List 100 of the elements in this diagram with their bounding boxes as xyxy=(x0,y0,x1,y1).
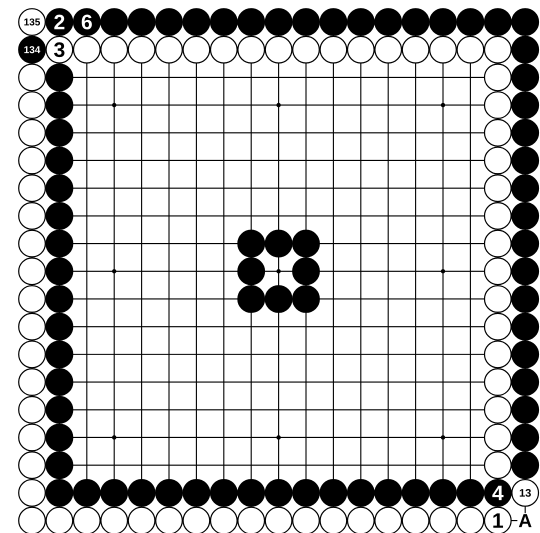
stone xyxy=(264,230,292,258)
stone xyxy=(346,36,375,64)
stone xyxy=(484,285,512,313)
stone xyxy=(237,257,266,286)
stone xyxy=(484,91,512,119)
stone xyxy=(100,36,128,64)
stone xyxy=(484,36,512,64)
stone xyxy=(18,64,46,92)
stone xyxy=(182,506,210,533)
numbered-stone: 134 xyxy=(18,36,46,64)
stone xyxy=(484,118,512,147)
stone xyxy=(18,340,46,368)
stone xyxy=(484,257,512,286)
stone xyxy=(346,478,375,507)
stone xyxy=(237,285,266,313)
stone xyxy=(18,396,46,424)
stone xyxy=(511,36,540,64)
stone xyxy=(237,478,266,507)
stone xyxy=(46,424,74,452)
stone xyxy=(511,257,540,286)
stone xyxy=(46,257,74,286)
stone xyxy=(46,174,74,202)
stone xyxy=(128,506,156,533)
stone xyxy=(402,8,430,36)
stone xyxy=(18,424,46,452)
stone xyxy=(511,368,540,396)
point-label: A xyxy=(517,513,534,528)
stone xyxy=(46,230,74,258)
stone xyxy=(429,506,457,533)
stone xyxy=(264,506,292,533)
stone xyxy=(18,91,46,119)
stone xyxy=(292,506,320,533)
stone xyxy=(72,506,101,533)
stone xyxy=(155,478,183,507)
node-label: 13 xyxy=(520,489,531,497)
stone xyxy=(484,451,512,480)
stone xyxy=(18,230,46,258)
stone xyxy=(484,8,512,36)
stone xyxy=(18,506,46,533)
stone xyxy=(320,36,348,64)
stone xyxy=(128,8,156,36)
stone xyxy=(18,478,46,507)
stone xyxy=(292,8,320,36)
stone xyxy=(46,478,74,507)
stone xyxy=(429,478,457,507)
numbered-stone: 6 xyxy=(72,8,101,36)
stone xyxy=(511,64,540,92)
numbered-stone: 1 xyxy=(484,506,512,533)
stone xyxy=(456,8,484,36)
stone xyxy=(46,64,74,92)
stone xyxy=(292,36,320,64)
stone xyxy=(511,8,540,36)
stone xyxy=(18,285,46,313)
stone xyxy=(484,424,512,452)
stone xyxy=(456,36,484,64)
stone xyxy=(374,8,402,36)
stone xyxy=(264,478,292,507)
stone xyxy=(46,285,74,313)
stone xyxy=(320,478,348,507)
stone xyxy=(374,36,402,64)
stone xyxy=(484,64,512,92)
stone xyxy=(429,36,457,64)
stone xyxy=(128,36,156,64)
stone xyxy=(429,8,457,36)
stone xyxy=(484,396,512,424)
stone xyxy=(292,230,320,258)
stone xyxy=(346,506,375,533)
stone xyxy=(46,118,74,147)
stone xyxy=(18,146,46,174)
stone xyxy=(46,506,74,533)
stone xyxy=(182,8,210,36)
stone xyxy=(182,36,210,64)
stone xyxy=(456,506,484,533)
stone xyxy=(511,118,540,147)
stone xyxy=(18,312,46,341)
stone xyxy=(46,312,74,341)
stone xyxy=(264,8,292,36)
stone xyxy=(182,478,210,507)
stone xyxy=(484,174,512,202)
stone xyxy=(18,174,46,202)
stone xyxy=(402,478,430,507)
stone xyxy=(511,174,540,202)
stone xyxy=(346,8,375,36)
numbered-stone: 13 xyxy=(511,478,540,507)
stone xyxy=(155,506,183,533)
stone xyxy=(292,478,320,507)
stone xyxy=(511,396,540,424)
stone xyxy=(402,36,430,64)
node-label: 1 xyxy=(493,513,504,528)
stone xyxy=(18,368,46,396)
stone xyxy=(511,451,540,480)
stone xyxy=(18,257,46,286)
stone xyxy=(237,506,266,533)
stone xyxy=(511,424,540,452)
stone xyxy=(18,451,46,480)
stone xyxy=(237,230,266,258)
stone xyxy=(511,202,540,230)
stone xyxy=(484,230,512,258)
stone xyxy=(511,91,540,119)
stone xyxy=(402,506,430,533)
